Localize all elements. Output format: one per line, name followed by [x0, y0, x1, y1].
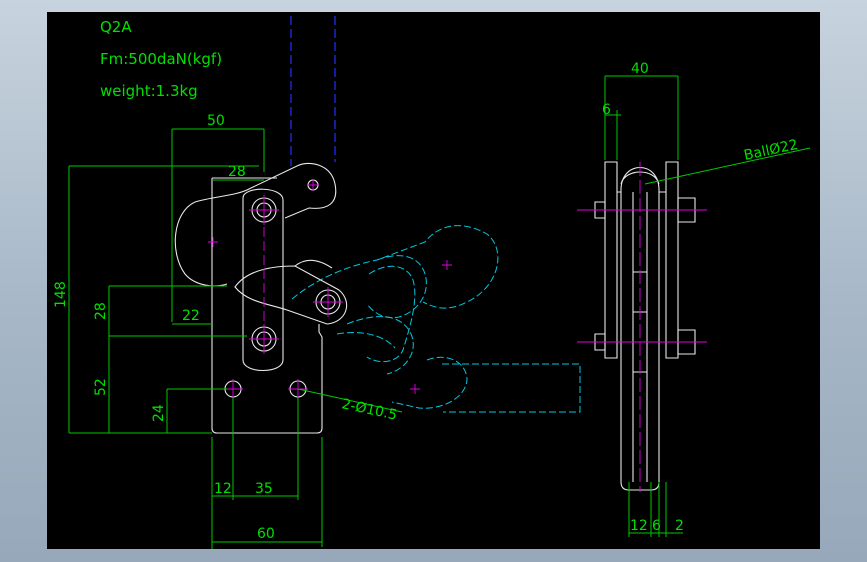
dim-12-bottom: 12 — [214, 481, 232, 497]
note-force: Fm:500daN(kgf) — [100, 50, 222, 68]
dim-12-side: 12 — [630, 518, 648, 534]
handle-hidden-outline — [290, 16, 336, 166]
dim-hole-callout: 2-Ø10.5 — [340, 396, 398, 423]
cad-canvas[interactable]: Q2A Fm:500daN(kgf) weight:1.3kg — [47, 12, 820, 549]
dim-50: 50 — [207, 113, 225, 129]
dim-ball: BallØ22 — [743, 137, 800, 164]
dim-28-top: 28 — [228, 164, 246, 180]
dim-35: 35 — [255, 481, 273, 497]
dim-2: 2 — [675, 518, 684, 534]
note-weight: weight:1.3kg — [100, 82, 198, 100]
front-dimensions: 50 28 148 28 22 52 24 12 35 60 2-Ø10.5 — [53, 113, 403, 549]
note-model: Q2A — [100, 18, 132, 36]
open-position-outline — [291, 225, 581, 413]
dim-28-side: 28 — [93, 302, 109, 320]
dim-52: 52 — [93, 378, 109, 396]
clamp-drawing: Q2A Fm:500daN(kgf) weight:1.3kg — [53, 16, 811, 549]
dim-60: 60 — [257, 526, 275, 542]
side-view — [577, 161, 707, 492]
dim-6-top: 6 — [602, 102, 611, 118]
clamp-body — [174, 162, 348, 434]
dim-24: 24 — [151, 404, 167, 422]
dim-40: 40 — [631, 61, 649, 77]
dim-148: 148 — [53, 281, 69, 308]
center-marks — [208, 179, 452, 399]
dim-6-side: 6 — [652, 518, 661, 534]
dim-22: 22 — [182, 308, 200, 324]
